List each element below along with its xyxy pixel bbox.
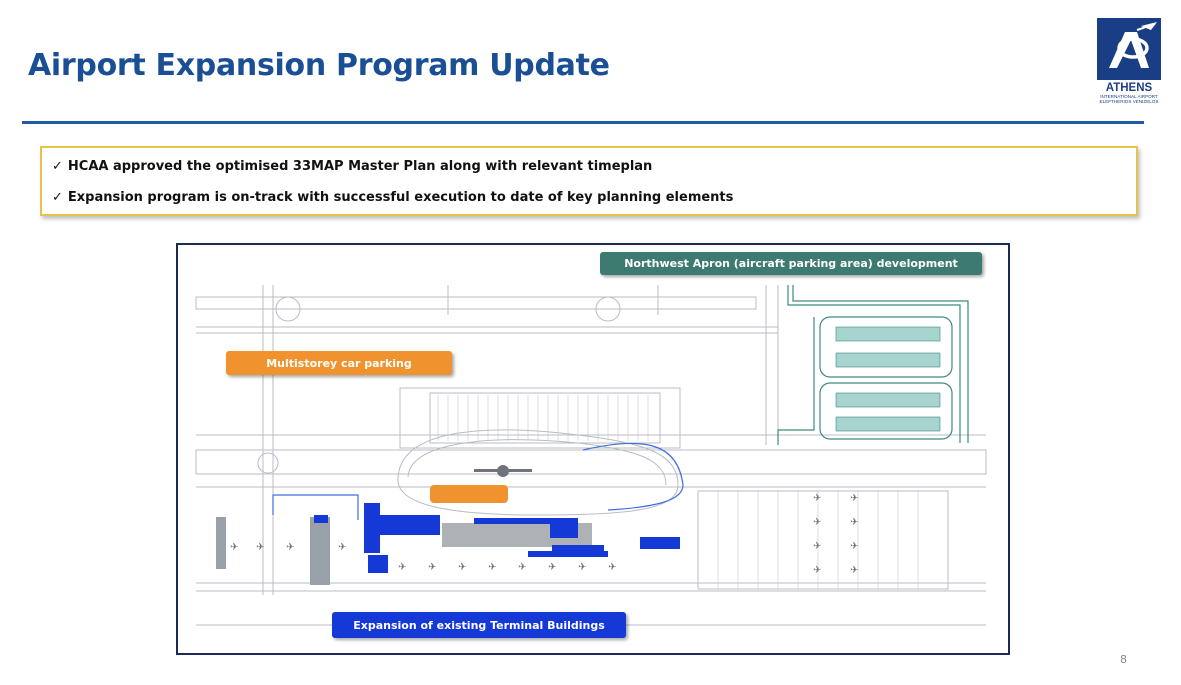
terminal-expansion-label: Expansion of existing Terminal Buildings	[332, 612, 626, 638]
svg-text:✈: ✈	[518, 562, 526, 573]
svg-text:✈: ✈	[398, 562, 406, 573]
svg-text:✈: ✈	[850, 541, 858, 552]
title-divider	[22, 121, 1144, 124]
svg-text:✈: ✈	[608, 562, 616, 573]
bullet-item: ✓ Expansion program is on-track with succ…	[52, 190, 733, 205]
svg-text:✈: ✈	[256, 542, 264, 553]
svg-text:✈: ✈	[548, 562, 556, 573]
svg-text:✈: ✈	[813, 517, 821, 528]
svg-text:✈: ✈	[428, 562, 436, 573]
airplane-logo-icon	[1097, 18, 1161, 80]
logo-emblem	[1097, 18, 1161, 80]
airport-layout-drawing: ✈ ✈ ✈ ✈ ✈ ✈ ✈ ✈ ✈ ✈ ✈ ✈ ✈ ✈ ✈ ✈ ✈ ✈ ✈ ✈	[195, 285, 987, 626]
svg-text:✈: ✈	[458, 562, 466, 573]
highlights-box: ✓ HCAA approved the optimised 33MAP Maste…	[40, 146, 1138, 216]
page-number: 8	[1120, 653, 1127, 666]
svg-text:✈: ✈	[230, 542, 238, 553]
svg-text:✈: ✈	[813, 565, 821, 576]
airport-master-plan-map: ✈ ✈ ✈ ✈ ✈ ✈ ✈ ✈ ✈ ✈ ✈ ✈ ✈ ✈ ✈ ✈ ✈ ✈ ✈ ✈ Northwest …	[176, 243, 1010, 655]
check-icon: ✓	[52, 190, 63, 205]
logo-subtitle: INTERNATIONAL AIRPORT ELEFTHERIOS VENIZE…	[1097, 94, 1161, 104]
bullet-text: Expansion program is on-track with succe…	[67, 190, 734, 205]
athens-airport-logo: ATHENS INTERNATIONAL AIRPORT ELEFTHERIOS…	[1097, 18, 1161, 104]
check-icon: ✓	[52, 159, 63, 174]
svg-text:✈: ✈	[338, 542, 346, 553]
logo-subtitle-line1: INTERNATIONAL AIRPORT	[1100, 94, 1158, 99]
svg-text:✈: ✈	[813, 493, 821, 504]
logo-subtitle-line2: ELEFTHERIOS VENIZELOS	[1099, 99, 1159, 104]
svg-text:✈: ✈	[286, 542, 294, 553]
svg-text:✈: ✈	[578, 562, 586, 573]
bullet-item: ✓ HCAA approved the optimised 33MAP Maste…	[52, 159, 652, 174]
svg-text:✈: ✈	[850, 517, 858, 528]
svg-text:✈: ✈	[488, 562, 496, 573]
northwest-apron-label: Northwest Apron (aircraft parking area) …	[600, 252, 982, 275]
bullet-text: HCAA approved the optimised 33MAP Master…	[67, 159, 653, 174]
slide-title: Airport Expansion Program Update	[28, 48, 610, 83]
svg-text:✈: ✈	[813, 541, 821, 552]
svg-text:✈: ✈	[850, 493, 858, 504]
svg-text:✈: ✈	[850, 565, 858, 576]
logo-wordmark: ATHENS	[1105, 82, 1153, 94]
multistorey-car-parking-label: Multistorey car parking	[226, 351, 452, 375]
